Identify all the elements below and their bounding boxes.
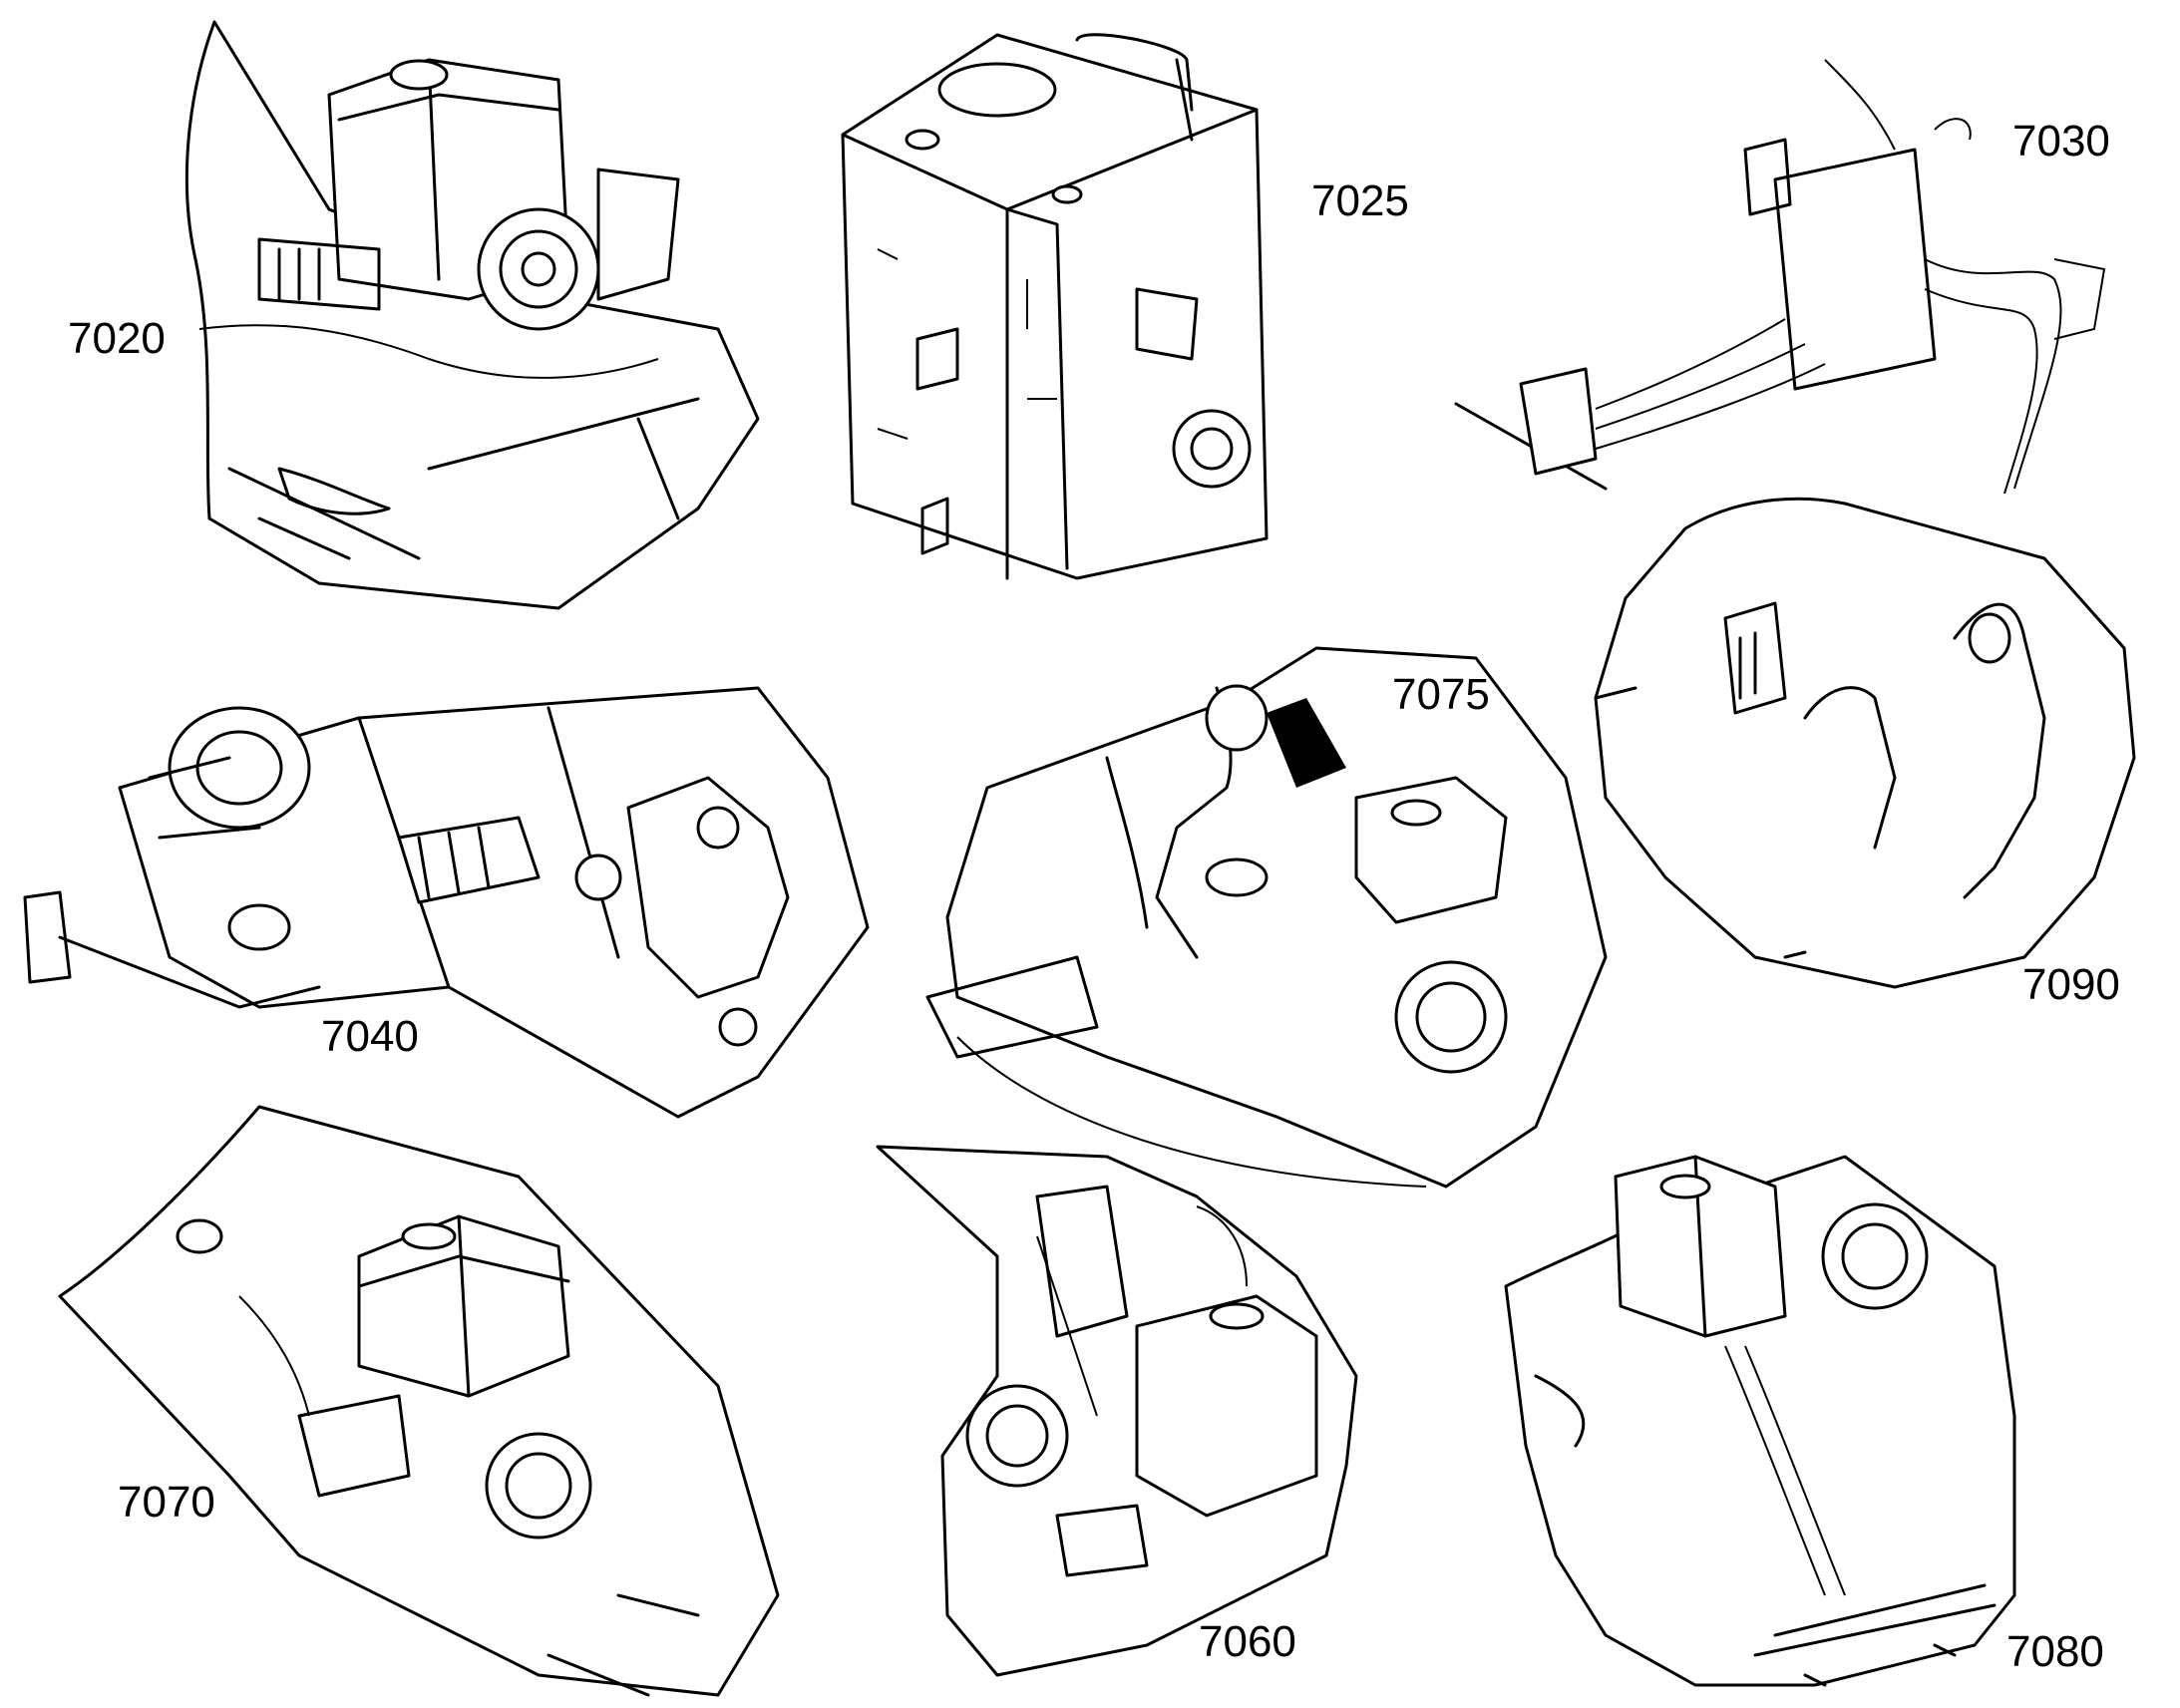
label-7030: 7030 (2012, 117, 2110, 166)
assembly-7030-drawing[interactable] (1454, 59, 2106, 495)
assembly-7080-drawing[interactable] (1504, 1155, 2016, 1687)
assembly-7075-drawing[interactable] (925, 646, 1608, 1189)
label-7060: 7060 (1199, 1617, 1296, 1666)
label-7090: 7090 (2022, 960, 2120, 1009)
assembly-7070-drawing[interactable] (58, 1105, 780, 1697)
label-7040: 7040 (321, 1012, 419, 1061)
label-7020: 7020 (68, 314, 166, 363)
assembly-7060-drawing[interactable] (876, 1145, 1358, 1677)
assembly-7040-drawing[interactable] (23, 686, 870, 1119)
label-7025: 7025 (1311, 176, 1409, 225)
assembly-7090-drawing[interactable] (1594, 497, 2136, 989)
label-7070: 7070 (118, 1478, 215, 1527)
label-7080: 7080 (2006, 1627, 2104, 1676)
label-7075: 7075 (1392, 670, 1490, 719)
assembly-7020-drawing[interactable] (184, 20, 760, 610)
assembly-7025-drawing[interactable] (841, 33, 1269, 580)
